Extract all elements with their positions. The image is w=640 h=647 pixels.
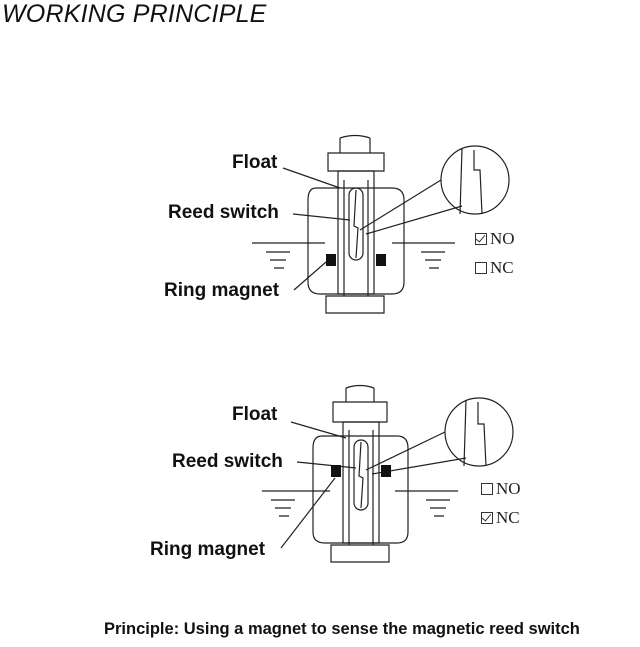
option-nc-1: NC <box>475 258 514 278</box>
checkbox-empty-icon <box>481 483 493 495</box>
reed-switch-label: Reed switch <box>168 202 279 223</box>
float-label: Float <box>232 152 278 173</box>
checkbox-checked-icon <box>481 512 493 524</box>
option-no-2: NO <box>481 479 521 499</box>
option-label: NC <box>490 258 514 277</box>
checkbox-empty-icon <box>475 262 487 274</box>
ring-magnet-label: Ring magnet <box>150 539 266 560</box>
page-title: WORKING PRINCIPLE <box>2 0 267 28</box>
option-label: NC <box>496 508 520 527</box>
option-label: NO <box>496 479 521 498</box>
checkbox-checked-icon <box>475 233 487 245</box>
ring-magnet-label: Ring magnet <box>164 280 280 301</box>
option-nc-2: NC <box>481 508 520 528</box>
option-label: NO <box>490 229 515 248</box>
principle-caption: Principle: Using a magnet to sense the m… <box>104 620 580 638</box>
reed-switch-label: Reed switch <box>172 451 283 472</box>
float-label: Float <box>232 404 278 425</box>
option-no-1: NO <box>475 229 515 249</box>
